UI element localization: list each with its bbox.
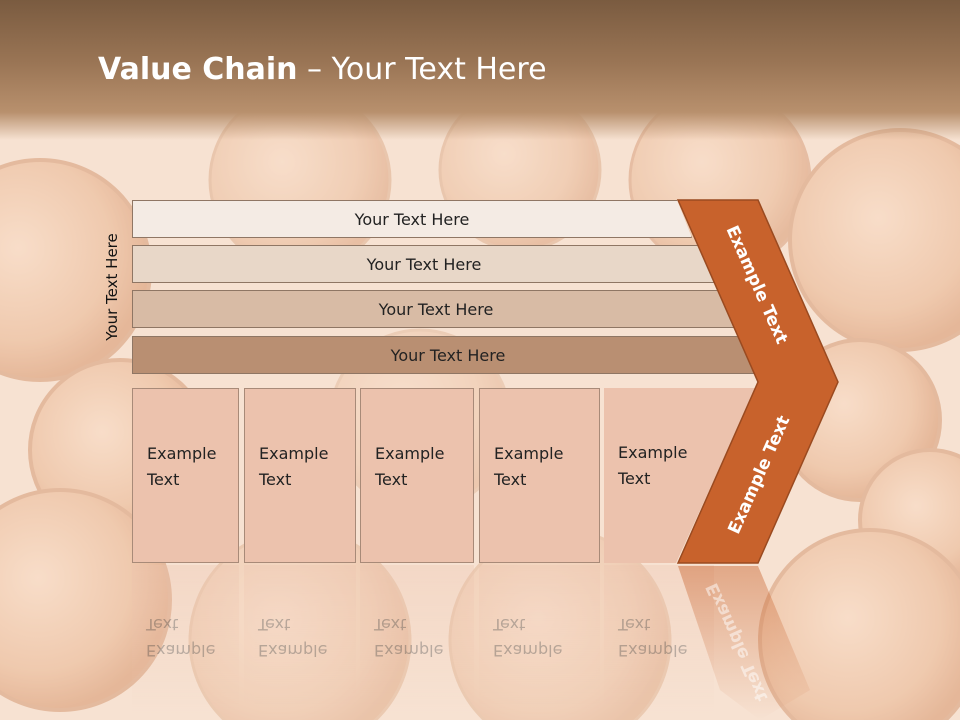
reflection-text: Text [374, 615, 407, 634]
activity-box-4[interactable]: Example Text [479, 388, 600, 563]
band-3-label: Your Text Here [378, 299, 494, 319]
box-2-line1: Example [259, 444, 329, 463]
band-1[interactable]: Your Text Here [132, 200, 692, 238]
band-1-label: Your Text Here [354, 209, 470, 229]
reflection-text: Text [618, 615, 651, 634]
reflection-text: Example [493, 641, 563, 660]
reflection-text: Example [146, 641, 216, 660]
box-5-line1: Example [618, 443, 688, 462]
title-bold: Value Chain [98, 52, 298, 87]
reflection-text: Example [258, 641, 328, 660]
box-1-line2: Text [147, 470, 180, 489]
box-3-line1: Example [375, 444, 445, 463]
title-bar [0, 0, 960, 140]
box-1-reflection: Example Text [132, 565, 239, 715]
activity-box-2[interactable]: Example Text [244, 388, 356, 563]
slide-title[interactable]: Value Chain – Your Text Here [98, 52, 547, 87]
reflection-text: Text [146, 615, 179, 634]
band-4-label: Your Text Here [390, 345, 506, 365]
band-2[interactable]: Your Text Here [132, 245, 716, 283]
reflection-text: Example [618, 641, 688, 660]
box-2-line2: Text [259, 470, 292, 489]
reflection-text: Example [374, 641, 444, 660]
box-2-reflection: Example Text [244, 565, 356, 715]
box-3-line2: Text [375, 470, 408, 489]
box-4-reflection: Example Text [479, 565, 600, 715]
activity-box-3[interactable]: Example Text [360, 388, 474, 563]
box-5-reflection: Example Text [604, 565, 714, 715]
side-label[interactable]: Your Text Here [103, 233, 121, 341]
reflection-text: Text [258, 615, 291, 634]
band-3[interactable]: Your Text Here [132, 290, 740, 328]
box-3-reflection: Example Text [360, 565, 474, 715]
title-rest: – Your Text Here [297, 52, 547, 87]
box-5-line2: Text [618, 469, 651, 488]
activity-box-1[interactable]: Example Text [132, 388, 239, 563]
band-2-label: Your Text Here [366, 254, 482, 274]
box-4-line2: Text [494, 470, 527, 489]
box-1-line1: Example [147, 444, 217, 463]
reflection-text: Text [493, 615, 526, 634]
box-4-line1: Example [494, 444, 564, 463]
band-4[interactable]: Your Text Here [132, 336, 764, 374]
